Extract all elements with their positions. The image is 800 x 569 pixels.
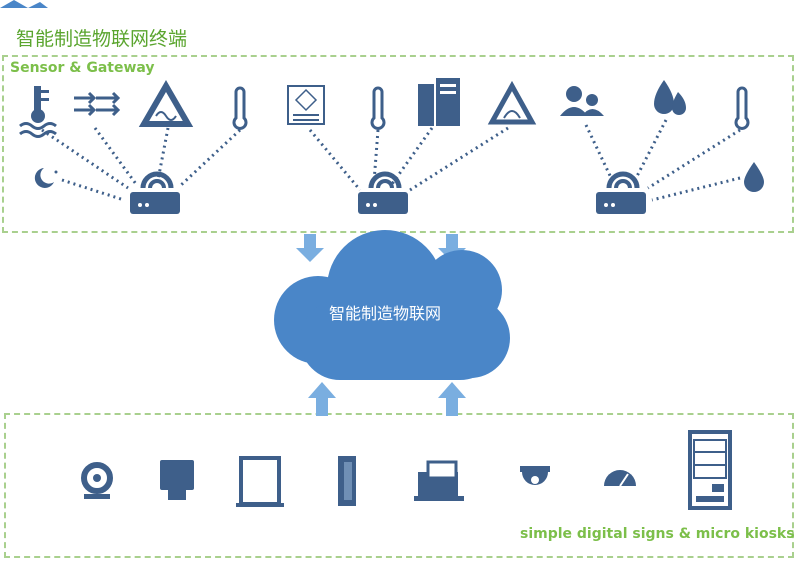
moon-icon	[34, 168, 58, 188]
up-arrow-icon	[438, 382, 466, 416]
up-arrow-icon	[308, 382, 336, 416]
device-panel	[4, 413, 794, 558]
router-icon	[130, 171, 180, 214]
cloud-label: 智能制造物联网	[328, 304, 441, 323]
cloud-shape	[274, 230, 510, 380]
down-arrow-icon	[296, 234, 324, 262]
warning-triangle-icon	[138, 80, 194, 127]
router-icon	[596, 171, 646, 214]
explosion-proof-label-icon	[287, 85, 325, 125]
kiosk-screen-icon	[160, 460, 194, 500]
flow-arrows-icon	[74, 91, 121, 117]
connection-lines	[41, 119, 741, 202]
water-temperature-icon	[19, 86, 57, 138]
warning-triangle-icon	[487, 80, 537, 125]
thermometer-icon	[232, 86, 248, 130]
server-rack-icon	[418, 78, 460, 126]
page-title: 智能制造物联网终端	[16, 28, 188, 50]
device-panel-label: simple digital signs & micro kiosks	[520, 526, 795, 542]
dome-camera-icon	[520, 466, 550, 485]
thermometer-icon	[734, 86, 750, 130]
water-drop-icon	[744, 162, 764, 192]
fire-icon	[654, 80, 686, 115]
card-reader-icon	[414, 460, 464, 501]
tablet-icon	[236, 456, 284, 507]
users-icon	[560, 86, 604, 116]
gauge-icon	[604, 470, 636, 487]
webcam-icon	[81, 462, 113, 499]
router-icon	[358, 171, 408, 214]
sensor-panel-label: Sensor & Gateway	[10, 60, 155, 76]
thermometer-icon	[370, 86, 386, 130]
vending-machine-icon	[688, 430, 732, 510]
corner-decoration	[0, 0, 48, 8]
door-icon	[338, 456, 356, 506]
